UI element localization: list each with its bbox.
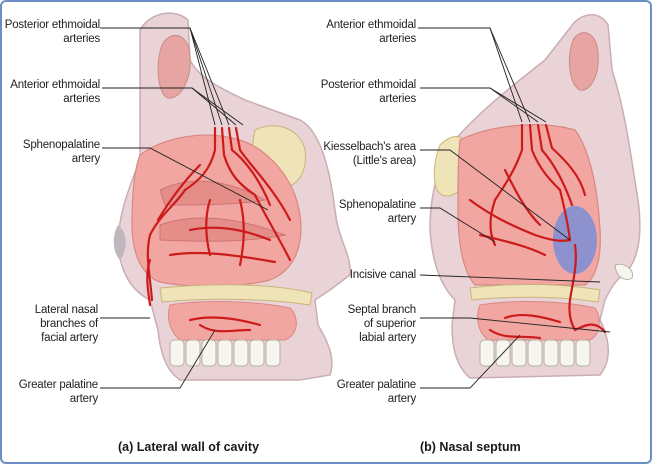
label-line: artery <box>310 212 416 226</box>
label-left-posterior-ethmoidal: Posterior ethmoidal arteries <box>2 18 100 46</box>
label-line: facial artery <box>2 331 98 345</box>
label-line: Septal branch <box>310 303 416 317</box>
label-line: arteries <box>310 32 416 46</box>
label-line: Anterior ethmoidal <box>2 78 100 92</box>
label-line: Incisive canal <box>310 268 416 282</box>
label-left-lateral-nasal: Lateral nasal branches of facial artery <box>2 303 98 345</box>
label-line: Posterior ethmoidal <box>2 18 100 32</box>
label-left-sphenopalatine: Sphenopalatine artery <box>2 138 100 166</box>
left-oral-mucosa <box>168 302 296 340</box>
label-line: Sphenopalatine <box>2 138 100 152</box>
label-right-greater-palatine: Greater palatine artery <box>310 378 416 406</box>
right-teeth <box>480 340 590 366</box>
left-teeth <box>170 340 280 366</box>
label-right-incisive-canal: Incisive canal <box>310 268 416 282</box>
label-line: artery <box>310 392 416 406</box>
label-line: artery <box>2 152 100 166</box>
label-line: arteries <box>310 92 416 106</box>
label-left-anterior-ethmoidal: Anterior ethmoidal arteries <box>2 78 100 106</box>
label-line: Greater palatine <box>2 378 98 392</box>
label-line: Posterior ethmoidal <box>310 78 416 92</box>
label-line: arteries <box>2 92 100 106</box>
label-right-sphenopalatine: Sphenopalatine artery <box>310 198 416 226</box>
label-line: arteries <box>2 32 100 46</box>
label-line: Anterior ethmoidal <box>310 18 416 32</box>
label-right-kiesselbach: Kiesselbach's area (Little's area) <box>310 140 416 168</box>
right-head-illustration <box>430 15 640 378</box>
label-line: labial artery <box>310 331 416 345</box>
label-line: artery <box>2 392 98 406</box>
label-line: Greater palatine <box>310 378 416 392</box>
caption-left: (a) Lateral wall of cavity <box>118 440 259 454</box>
label-right-anterior-ethmoidal: Anterior ethmoidal arteries <box>310 18 416 46</box>
label-line: Lateral nasal <box>2 303 98 317</box>
label-line: (Little's area) <box>310 154 416 168</box>
label-line: Sphenopalatine <box>310 198 416 212</box>
label-right-septal-branch: Septal branch of superior labial artery <box>310 303 416 345</box>
label-line: of superior <box>310 317 416 331</box>
label-line: branches of <box>2 317 98 331</box>
label-right-posterior-ethmoidal: Posterior ethmoidal arteries <box>310 78 416 106</box>
label-left-greater-palatine: Greater palatine artery <box>2 378 98 406</box>
caption-right: (b) Nasal septum <box>420 440 521 454</box>
label-line: Kiesselbach's area <box>310 140 416 154</box>
